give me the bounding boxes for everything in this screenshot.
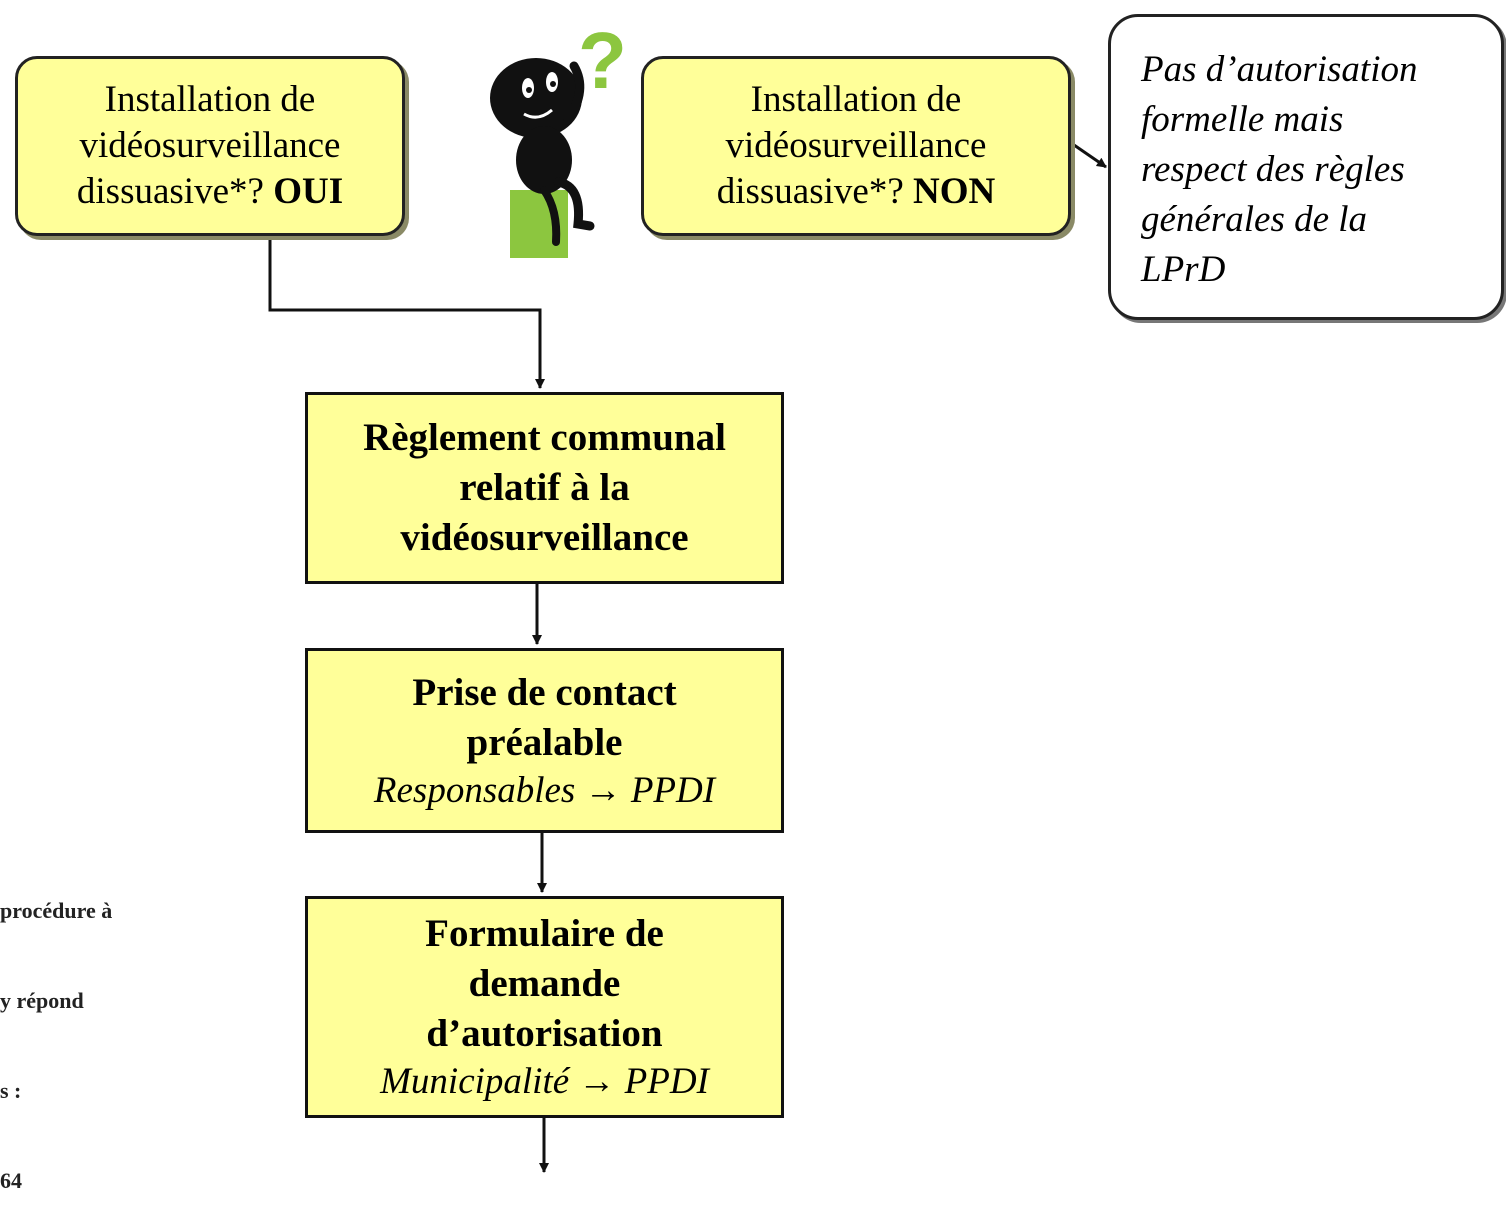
- step-title-line: Règlement communal: [363, 416, 726, 459]
- decision-oui-answer: OUI: [273, 171, 344, 212]
- step-title-line: Formulaire de: [425, 912, 664, 955]
- step-subtitle: Responsables → PPDI: [373, 769, 716, 811]
- decision-box-non: Installation de vidéosurveillance dissua…: [641, 56, 1071, 236]
- decision-non-line2: vidéosurveillance: [725, 125, 987, 166]
- step-title-line: d’autorisation: [426, 1012, 663, 1055]
- step-box-prise-de-contact: Prise de contact préalable Responsables …: [305, 648, 784, 833]
- note-box: Pas d’autorisation formelle mais respect…: [1108, 14, 1504, 320]
- step-title-line: demande: [468, 962, 621, 1005]
- connector-oui-to-reglement: [268, 236, 545, 389]
- side-text-line: 64: [0, 1168, 22, 1193]
- step-subtitle: Municipalité → PPDI: [380, 1061, 709, 1102]
- note-line: formelle mais: [1141, 99, 1344, 140]
- side-text-line: y répond: [0, 988, 84, 1013]
- decision-oui-question: dissuasive*?: [76, 171, 264, 212]
- decision-non-line1: Installation de: [750, 79, 962, 120]
- decision-oui-line1: Installation de: [104, 79, 316, 120]
- step-box-reglement: Règlement communal relatif à la vidéosur…: [305, 392, 784, 584]
- decision-non-answer: NON: [913, 171, 996, 212]
- decision-oui-line2: vidéosurveillance: [79, 125, 341, 166]
- note-line: générales de la: [1141, 199, 1368, 240]
- side-text: procédure à y répond s : 64: [0, 836, 112, 1226]
- step-title-line: préalable: [466, 720, 623, 764]
- step-box-formulaire: Formulaire de demande d’autorisation Mun…: [305, 896, 784, 1118]
- connectors: [268, 143, 1107, 1173]
- side-text-line: s :: [0, 1078, 22, 1103]
- thinking-person-icon: ?: [490, 16, 627, 258]
- step-title-line: relatif à la: [459, 466, 630, 509]
- side-text-line: procédure à: [0, 898, 113, 923]
- step-title-line: Prise de contact: [412, 670, 677, 714]
- decision-non-line3: dissuasive*? NON: [717, 169, 996, 215]
- decision-box-oui: Installation de vidéosurveillance dissua…: [15, 56, 405, 236]
- note-line: LPrD: [1141, 249, 1226, 290]
- question-mark-icon: ?: [578, 16, 627, 105]
- step-title-line: vidéosurveillance: [400, 516, 689, 559]
- decision-non-question: dissuasive*?: [716, 171, 904, 212]
- note-line: respect des règles: [1141, 149, 1405, 190]
- decision-oui-line3: dissuasive*? OUI: [77, 169, 343, 215]
- note-line: Pas d’autorisation: [1141, 49, 1418, 90]
- connector-non-to-note: [1073, 143, 1107, 169]
